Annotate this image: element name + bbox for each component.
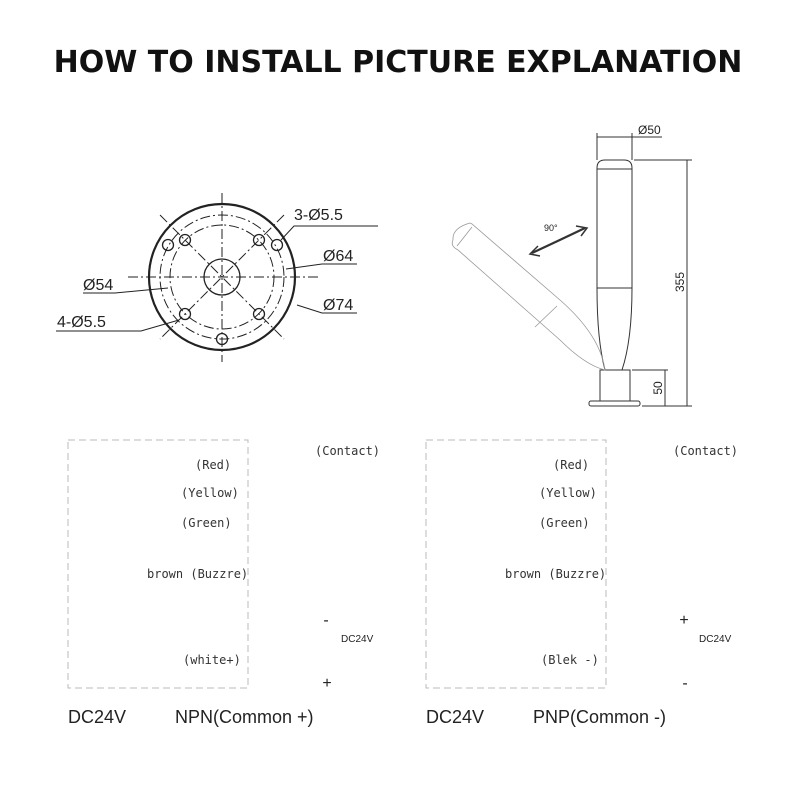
label-d74: Ø74 [323, 297, 353, 314]
bottom-terminal-sign: - [682, 675, 687, 692]
contact-label: (Contact) [315, 444, 380, 458]
wiring-pnp: (Red) (Yellow) (Green) brown (Buzzre) (Conta… [425, 439, 738, 727]
common-wire-label: (white+) [183, 653, 241, 667]
label-d64: Ø64 [323, 248, 353, 265]
tower-box [67, 439, 249, 689]
type-label: PNP(Common -) [533, 707, 666, 727]
label-90-degrees: 90° [544, 223, 558, 233]
wiring-npn: (Red) (Yellow) (Green) brown (Buzzre) (Conta… [67, 439, 380, 727]
base-flange-drawing [56, 193, 378, 362]
bottom-terminal-sign: + [322, 675, 331, 692]
center-hole [203, 258, 241, 296]
label-4-holes: 4-Ø5.5 [57, 314, 106, 331]
label-d50: Ø50 [638, 123, 661, 137]
wire-label: (Yellow) [539, 486, 597, 500]
tower-side-drawing [451, 133, 692, 407]
tower-box [425, 439, 607, 689]
contact-label: (Contact) [673, 444, 738, 458]
label-50: 50 [651, 381, 665, 395]
voltage-label: DC24V [68, 707, 126, 727]
page-title: HOW TO INSTALL PICTURE EXPLANATION [54, 45, 743, 80]
common-wire-label: (Blek -) [541, 653, 599, 667]
wire-label: (Red) [195, 458, 231, 472]
wire-label: brown (Buzzre) [147, 567, 248, 581]
wire-label: (Yellow) [181, 486, 239, 500]
pcd-54 [169, 224, 275, 330]
wire-label: (Green) [539, 516, 590, 530]
pcd-64 [159, 214, 285, 340]
top-terminal-sign: - [323, 612, 328, 629]
label-d54: Ø54 [83, 277, 113, 294]
wire-label: (Red) [553, 458, 589, 472]
wire-label: (Green) [181, 516, 232, 530]
wire-label: brown (Buzzre) [505, 567, 606, 581]
supply-label: DC24V [341, 634, 374, 645]
top-terminal-sign: + [679, 612, 688, 629]
supply-label: DC24V [699, 634, 732, 645]
outer-circle [147, 202, 297, 352]
voltage-label: DC24V [426, 707, 484, 727]
type-label: NPN(Common +) [175, 707, 314, 727]
label-355: 355 [673, 272, 687, 292]
label-3-holes: 3-Ø5.5 [294, 207, 343, 224]
